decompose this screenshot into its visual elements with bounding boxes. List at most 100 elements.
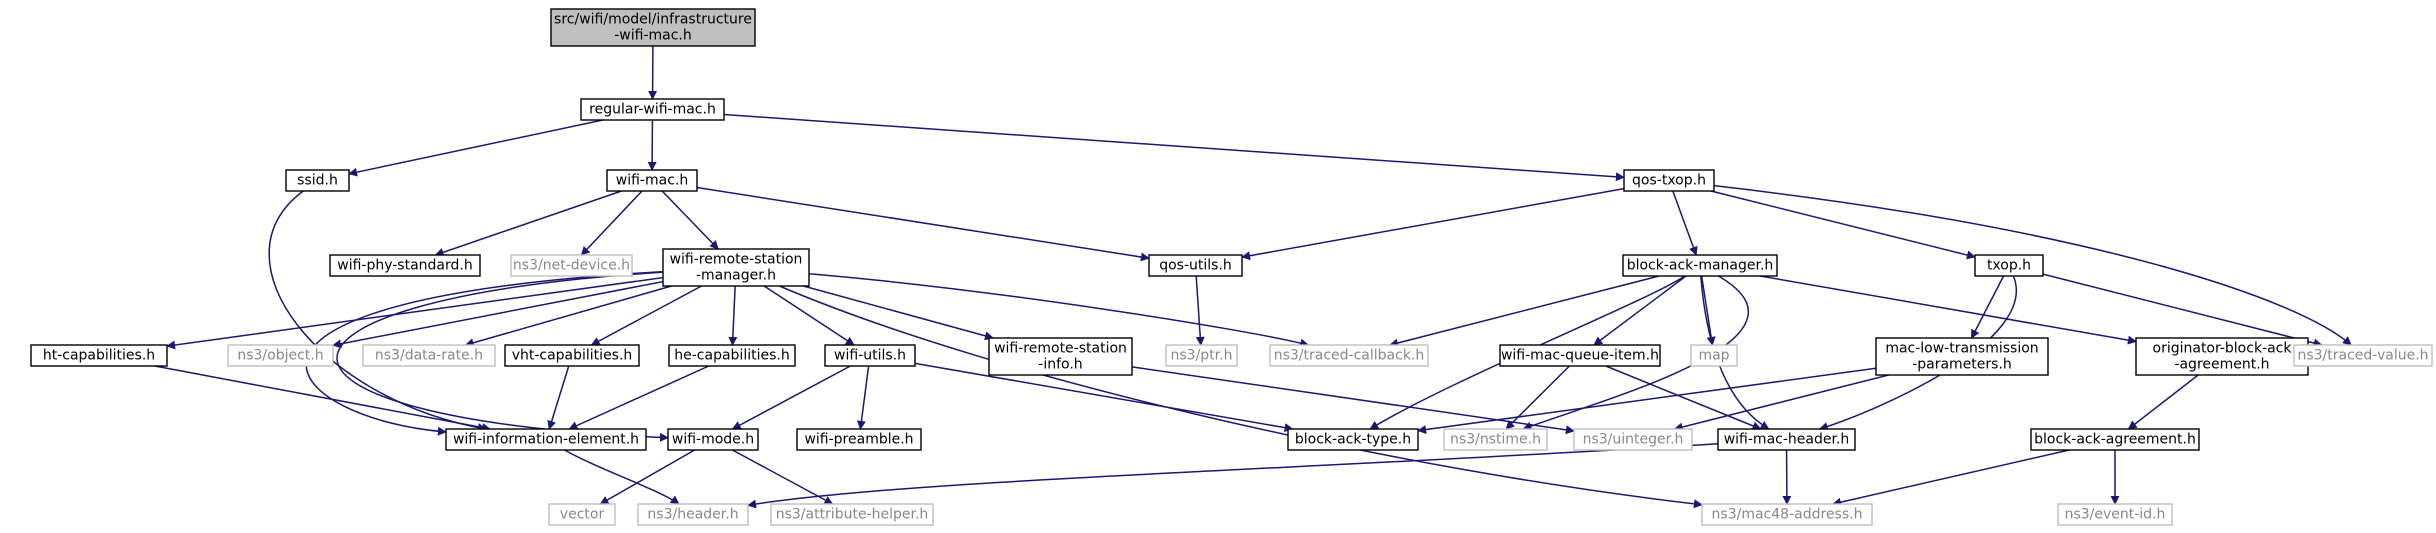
node-label: ns3/traced-value.h [2297, 348, 2428, 364]
node-label: mac-low-transmission [1885, 341, 2038, 357]
node-traced-value[interactable]: ns3/traced-value.h [2293, 344, 2433, 367]
node-label: txop.h [1987, 258, 2031, 274]
edge-ht-capabilities-to-wifi-information-element [154, 365, 492, 432]
node-label: ns3/mac48-address.h [1712, 507, 1863, 523]
node-box [550, 8, 756, 47]
node-wifi-mac-queue-item[interactable]: wifi-mac-queue-item.h [1499, 344, 1661, 367]
node-layer: src/wifi/model/infrastructure-wifi-mac.h… [30, 8, 2433, 526]
edge-regular-wifi-mac-to-ssid [348, 119, 604, 177]
node-label: -wifi-mac.h [614, 28, 692, 44]
node-label: wifi-information-element.h [453, 432, 639, 448]
edge-wifi-mac-to-net-device [580, 190, 643, 256]
edge-originator-block-ack-agreement-to-block-ack-agreement [2127, 374, 2199, 430]
node-box [504, 344, 640, 367]
node-label: ns3/object.h [237, 348, 323, 364]
node-he-capabilities[interactable]: he-capabilities.h [668, 344, 796, 367]
edge-block-ack-manager-to-traced-callback [1389, 275, 1660, 348]
node-label: ns3/event-id.h [2065, 507, 2166, 523]
node-net-device[interactable]: ns3/net-device.h [510, 254, 633, 277]
node-label: ns3/ptr.h [1171, 348, 1233, 364]
node-nstime[interactable]: ns3/nstime.h [1443, 428, 1548, 451]
node-ssid[interactable]: ssid.h [285, 169, 350, 192]
node-box [329, 254, 481, 277]
node-traced-callback[interactable]: ns3/traced-callback.h [1269, 344, 1429, 367]
edge-wifi-remote-station-manager-to-mac48-address [779, 285, 1703, 509]
node-box [662, 248, 810, 287]
node-wifi-preamble[interactable]: wifi-preamble.h [796, 428, 922, 451]
node-label: wifi-preamble.h [804, 432, 913, 448]
node-box [1287, 428, 1419, 451]
edge-wifi-remote-station-manager-to-vht-capabilities [590, 285, 702, 346]
edge-txop-to-mac-low-transmission-parameters [1970, 275, 2005, 339]
node-vht-capabilities[interactable]: vht-capabilities.h [504, 344, 640, 367]
node-label: wifi-remote-station [670, 252, 803, 268]
node-label: ns3/net-device.h [513, 258, 630, 274]
node-block-ack-type[interactable]: block-ack-type.h [1287, 428, 1419, 451]
edge-mac-low-transmission-parameters-to-block-ack-type [1417, 367, 1877, 435]
node-object[interactable]: ns3/object.h [227, 344, 334, 367]
node-txop[interactable]: txop.h [1974, 254, 2044, 277]
edge-txop-to-traced-value [2042, 273, 2323, 348]
node-box [988, 337, 1133, 376]
node-box [796, 428, 922, 451]
edge-wifi-utils-to-block-ack-type [914, 362, 1294, 433]
node-wifi-mode[interactable]: wifi-mode.h [667, 428, 759, 451]
node-label: map [1698, 348, 1729, 364]
node-block-ack-agreement[interactable]: block-ack-agreement.h [2030, 428, 2200, 451]
node-wifi-phy-standard[interactable]: wifi-phy-standard.h [329, 254, 481, 277]
node-label: -manager.h [696, 268, 776, 284]
node-box [580, 98, 725, 121]
node-header[interactable]: ns3/header.h [637, 503, 749, 526]
node-event-id[interactable]: ns3/event-id.h [2057, 503, 2173, 526]
node-label: vht-capabilities.h [512, 348, 633, 364]
edge-regular-wifi-mac-to-qos-txop [723, 113, 1625, 182]
node-label: ns3/traced-callback.h [1274, 348, 1425, 364]
node-label: wifi-phy-standard.h [337, 258, 472, 274]
node-regular-wifi-mac[interactable]: regular-wifi-mac.h [580, 98, 725, 121]
edge-wifi-remote-station-manager-to-ht-capabilities [166, 276, 664, 350]
node-box [1269, 344, 1429, 367]
node-label: originator-block-ack [2153, 341, 2293, 357]
node-vector[interactable]: vector [548, 503, 616, 526]
node-map[interactable]: map [1690, 344, 1738, 367]
node-uinteger[interactable]: ns3/uinteger.h [1573, 428, 1693, 451]
node-mac-low-transmission-parameters[interactable]: mac-low-transmission-parameters.h [1875, 337, 2049, 376]
node-label: ns3/uinteger.h [1583, 432, 1684, 448]
node-box [1701, 503, 1873, 526]
node-label: wifi-utils.h [834, 348, 906, 364]
node-wifi-utils[interactable]: wifi-utils.h [824, 344, 916, 367]
node-attribute-helper[interactable]: ns3/attribute-helper.h [770, 503, 934, 526]
node-box [548, 503, 616, 526]
node-wifi-information-element[interactable]: wifi-information-element.h [445, 428, 647, 451]
node-box [30, 344, 168, 367]
edge-wifi-remote-station-manager-to-traced-callback [808, 272, 1310, 348]
node-root[interactable]: src/wifi/model/infrastructure-wifi-mac.h [550, 8, 756, 47]
edge-wifi-utils-to-wifi-preamble [856, 365, 870, 430]
node-wifi-remote-station-manager[interactable]: wifi-remote-station-manager.h [662, 248, 810, 287]
node-box [2057, 503, 2173, 526]
node-box [1499, 344, 1661, 367]
edge-wifi-mac-to-qos-utils [696, 186, 1150, 262]
node-box [1974, 254, 2044, 277]
edge-qos-txop-to-qos-utils [1241, 187, 1625, 261]
node-qos-utils[interactable]: qos-utils.h [1148, 254, 1243, 277]
node-ptr[interactable]: ns3/ptr.h [1165, 344, 1238, 367]
node-data-rate[interactable]: ns3/data-rate.h [362, 344, 496, 367]
node-box [668, 344, 796, 367]
node-wifi-remote-station-info[interactable]: wifi-remote-station-info.h [988, 337, 1133, 376]
node-box [227, 344, 334, 367]
node-block-ack-manager[interactable]: block-ack-manager.h [1622, 254, 1778, 277]
node-wifi-mac[interactable]: wifi-mac.h [606, 169, 698, 192]
edge-wifi-mode-to-vector [599, 449, 696, 505]
node-mac48-address[interactable]: ns3/mac48-address.h [1701, 503, 1873, 526]
node-ht-capabilities[interactable]: ht-capabilities.h [30, 344, 168, 367]
node-label: wifi-mode.h [672, 432, 754, 448]
node-wifi-mac-header[interactable]: wifi-mac-header.h [1717, 428, 1856, 451]
node-originator-block-ack-agreement[interactable]: originator-block-ack-agreement.h [2135, 337, 2309, 376]
node-box [637, 503, 749, 526]
node-qos-txop[interactable]: qos-txop.h [1623, 169, 1715, 192]
node-box [1717, 428, 1856, 451]
node-label: vector [560, 507, 605, 523]
edge-wifi-remote-station-info-to-uinteger [1131, 366, 1575, 435]
